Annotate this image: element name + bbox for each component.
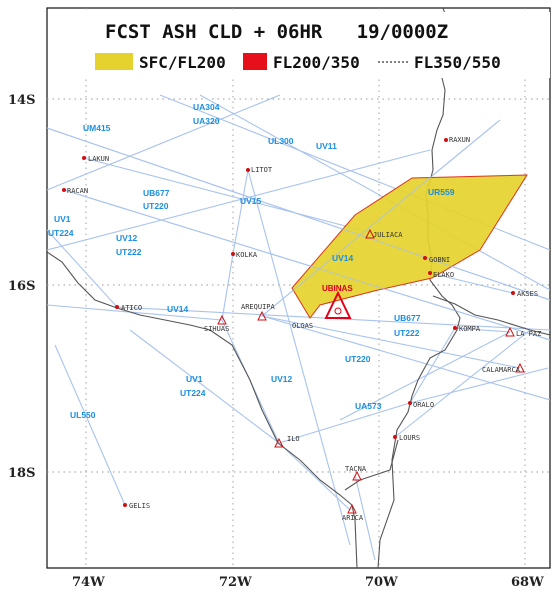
route-label-ut220-north: UT220	[143, 201, 169, 211]
place-labels: RAXUN LAKUN RACAN LITOT JULIACA KOLKA GO…	[67, 136, 541, 522]
place-olgas: OLGAS	[292, 322, 313, 330]
route-label-um415: UM415	[83, 123, 111, 133]
place-ilo: ILO	[287, 435, 300, 443]
route-label-uv11: UV11	[316, 141, 337, 151]
map-frame	[46, 7, 551, 569]
route-label-uv14-east: UV14	[332, 253, 354, 263]
route-labels: UA304 UA320 UM415 UL300 UV11 UB677 UT220…	[48, 102, 455, 420]
lon-label-74w: 74W	[72, 575, 105, 590]
place-calamarca: CALAMARCA	[482, 366, 521, 374]
route-label-ul300: UL300	[268, 136, 294, 146]
route-label-uv12-south: UV12	[271, 374, 293, 384]
legend-label-fl200-350: FL200/350	[273, 53, 360, 72]
route-label-uv14-west: UV14	[167, 304, 189, 314]
lat-label-16s: 16S	[8, 279, 35, 294]
volcano-label-ubinas: UBINAS	[322, 284, 353, 293]
legend-swatch-fl200-350	[243, 53, 267, 70]
route-label-ut222-south: UT222	[394, 328, 420, 338]
airport-markers	[217, 228, 525, 514]
place-arequipa: AREQUIPA	[241, 303, 276, 311]
route-label-ut224-south: UT224	[180, 388, 206, 398]
route-label-ut222-north: UT222	[116, 247, 142, 257]
route-label-ub677-south: UB677	[394, 313, 421, 323]
lon-label-70w: 70W	[365, 575, 398, 590]
legend-label-sfc-fl200: SFC/FL200	[139, 53, 226, 72]
ash-cloud-sfc-fl200	[291, 174, 528, 319]
place-racan: RACAN	[67, 187, 88, 195]
legend-swatch-sfc-fl200	[95, 53, 133, 70]
title-box	[60, 12, 550, 78]
route-label-uv12-north: UV12	[116, 233, 138, 243]
place-oralo: ORALO	[413, 401, 434, 409]
place-litot: LITOT	[251, 166, 273, 174]
place-la-paz: LA PAZ	[516, 330, 541, 338]
place-kompa: KOMPA	[459, 325, 481, 333]
place-tacna: TACNA	[345, 465, 367, 473]
lon-label-68w: 68W	[511, 575, 544, 590]
route-label-ut224-north: UT224	[48, 228, 74, 238]
legend: SFC/FL200 FL200/350 FL350/550	[95, 53, 501, 72]
place-lakun: LAKUN	[88, 155, 109, 163]
route-label-ub677-north: UB677	[143, 188, 170, 198]
route-label-ul550: UL550	[70, 410, 96, 420]
route-label-ua304: UA304	[193, 102, 220, 112]
place-markers	[62, 138, 515, 507]
place-arica: ARICA	[342, 514, 364, 522]
place-raxun: RAXUN	[449, 136, 470, 144]
place-gelis: GELIS	[129, 502, 150, 510]
lat-label-18s: 18S	[8, 466, 35, 481]
place-juliaca: JULIACA	[373, 231, 403, 239]
legend-label-fl350-550: FL350/550	[414, 53, 501, 72]
route-label-uv1-south: UV1	[186, 374, 203, 384]
coastline	[47, 8, 550, 568]
place-sihuas: SIHUAS	[204, 325, 229, 333]
route-label-ur559: UR559	[428, 187, 455, 197]
route-label-ua320: UA320	[193, 116, 220, 126]
place-lours: LOURS	[399, 434, 420, 442]
graticule	[47, 8, 550, 568]
lon-label-72w: 72W	[219, 575, 252, 590]
route-label-uv15: UV15	[240, 196, 262, 206]
air-routes-overlay	[47, 119, 550, 341]
place-elako: ELAKO	[433, 271, 454, 279]
route-label-uv1-north: UV1	[54, 214, 71, 224]
place-akses: AKSES	[517, 290, 538, 298]
place-gobni: GOBNI	[429, 256, 450, 264]
place-atico: ATICO	[121, 304, 142, 312]
route-label-ut220-south: UT220	[345, 354, 371, 364]
place-kolka: KOLKA	[236, 251, 258, 259]
map-title: FCST ASH CLD + 06HR 19/0000Z	[105, 21, 448, 43]
route-label-ua573: UA573	[355, 401, 382, 411]
volcano-ubinas	[324, 290, 352, 319]
lat-label-14s: 14S	[8, 93, 35, 108]
